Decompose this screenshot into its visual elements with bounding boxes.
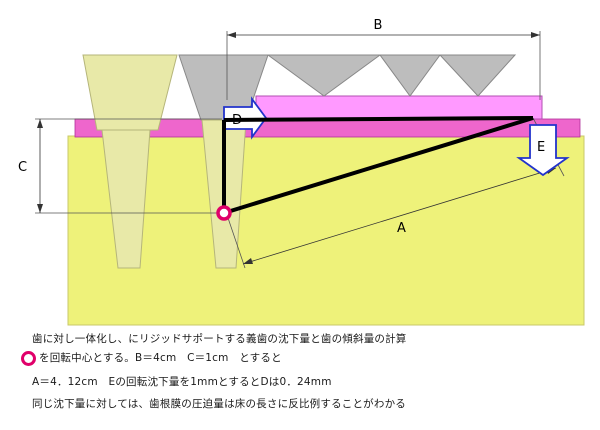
- label-c: C: [18, 160, 27, 175]
- e-arrow: [516, 124, 570, 177]
- a-arrowhead-left: [243, 258, 253, 264]
- denture-base: [255, 95, 543, 120]
- label-a: A: [397, 221, 406, 236]
- jaw-block: [67, 135, 585, 326]
- caption-line-1: 歯に対し一体化し、にリジッドサポートする義歯の沈下量と歯の傾斜量の計算: [32, 333, 407, 345]
- b-arrowhead-right: [531, 32, 540, 38]
- lever-horizontal: [223, 116, 534, 122]
- a-dimension-line: [242, 167, 557, 265]
- c-arrowhead-top: [37, 119, 43, 128]
- lever-hypotenuse: [223, 116, 534, 215]
- c-arrowhead-bottom: [37, 204, 43, 213]
- natural-tooth-left: [82, 54, 178, 131]
- label-b: B: [374, 18, 383, 33]
- a-extension-left: [226, 214, 246, 269]
- artificial-tooth-1: [266, 54, 382, 97]
- artificial-tooth-3: [438, 54, 517, 97]
- caption-line-2: を回転中心とする。B＝4cm C＝1cm とすると: [21, 350, 282, 366]
- b-arrowhead-left: [227, 32, 236, 38]
- rotation-center-legend-icon: [21, 350, 36, 366]
- caption-line-3: A＝4．12cm Eの回転沈下量を1mmとするとDは0．24mm: [32, 376, 332, 388]
- rotation-center-marker: [216, 205, 232, 221]
- artificial-tooth-2: [379, 54, 441, 97]
- caption-line-4: 同じ沈下量に対しては、歯根膜の圧迫量は床の長さに反比例することがわかる: [32, 398, 406, 410]
- root-left: [101, 129, 151, 269]
- label-e: E: [537, 140, 545, 155]
- caption-line-2-text: を回転中心とする。B＝4cm C＝1cm とすると: [39, 352, 282, 364]
